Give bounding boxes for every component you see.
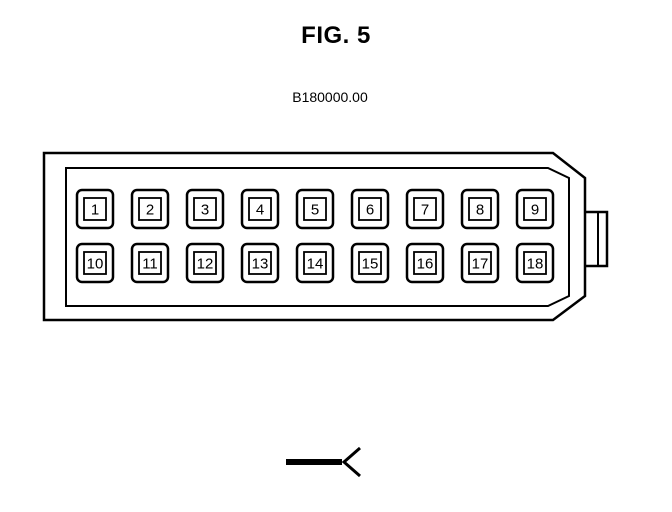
pin-cavity-inner [193,197,217,221]
pin-number-label: 17 [472,256,489,273]
pin-cavity-outer [405,242,445,284]
pin-number-label: 6 [366,202,374,219]
pin-cavity-inner [138,251,162,275]
pin-cavity-6: 6 [350,188,390,230]
pin-cavity-inner [468,251,492,275]
pin-cavity-outer [515,188,555,230]
pin-cavity-inner [358,251,382,275]
pin-number-label: 18 [527,256,544,273]
pin-cavity-outer [350,188,390,230]
pin-cavity-16: 16 [405,242,445,284]
pin-row-bottom: 10 11 12 13 14 15 16 17 18 [75,242,555,284]
pin-number-label: 7 [421,202,429,219]
pin-cavity-13: 13 [240,242,280,284]
pin-cavity-outer [405,188,445,230]
pin-number-label: 14 [307,256,324,273]
pin-number-label: 3 [201,202,209,219]
pin-number-label: 4 [256,202,264,219]
figure-title: FIG. 5 [301,22,371,49]
pin-cavity-outer [130,188,170,230]
pin-row-top: 1 2 3 4 5 6 7 8 9 [75,188,555,230]
pin-cavity-inner [358,197,382,221]
pin-cavity-inner [303,251,327,275]
pin-cavity-outer [460,188,500,230]
pin-cavity-9: 9 [515,188,555,230]
pin-cavity-outer [185,242,225,284]
pin-cavity-inner [83,251,107,275]
pin-cavity-12: 12 [185,242,225,284]
pin-cavity-14: 14 [295,242,335,284]
pin-cavity-outer [240,188,280,230]
pin-cavity-outer [295,242,335,284]
pin-cavity-outer [130,242,170,284]
connector-housing [42,151,609,322]
pin-number-label: 16 [417,256,434,273]
pin-cavity-outer [75,188,115,230]
pin-number-label: 11 [142,256,158,273]
pin-cavity-outer [185,188,225,230]
pin-number-label: 13 [252,256,269,273]
pin-cavity-11: 11 [130,242,170,284]
part-number-label: B180000.00 [292,89,368,105]
pin-cavity-7: 7 [405,188,445,230]
pin-cavity-2: 2 [130,188,170,230]
pin-cavity-1: 1 [75,188,115,230]
pin-number-label: 5 [311,202,319,219]
pin-cavity-8: 8 [460,188,500,230]
pin-number-label: 2 [146,202,154,219]
pin-cavity-inner [468,197,492,221]
pin-cavity-inner [413,251,437,275]
pin-cavity-outer [75,242,115,284]
pin-cavity-10: 10 [75,242,115,284]
pin-cavity-3: 3 [185,188,225,230]
pin-cavity-inner [248,197,272,221]
pin-number-label: 10 [87,256,104,273]
pin-cavity-outer [460,242,500,284]
pin-cavity-4: 4 [240,188,280,230]
pin-cavity-inner [193,251,217,275]
pin-cavity-inner [83,197,107,221]
pin-number-label: 8 [476,202,484,219]
pin-cavity-inner [248,251,272,275]
pin-cavity-outer [240,242,280,284]
pin-cavity-outer [515,242,555,284]
pin-cavity-18: 18 [515,242,555,284]
pin-number-label: 9 [531,202,539,219]
pin-cavity-outer [350,242,390,284]
pin-cavity-inner [523,197,547,221]
pin-cavity-inner [303,197,327,221]
pin-number-label: 15 [362,256,379,273]
pin-cavity-inner [523,251,547,275]
pin-cavity-outer [295,188,335,230]
pin-cavity-15: 15 [350,242,390,284]
pin-number-label: 12 [197,256,214,273]
pin-cavity-17: 17 [460,242,500,284]
pin-cavity-5: 5 [295,188,335,230]
pin-cavity-inner [413,197,437,221]
pin-cavity-inner [138,197,162,221]
pin-number-label: 1 [91,202,99,219]
wire-harness-symbol-icon [286,446,361,478]
